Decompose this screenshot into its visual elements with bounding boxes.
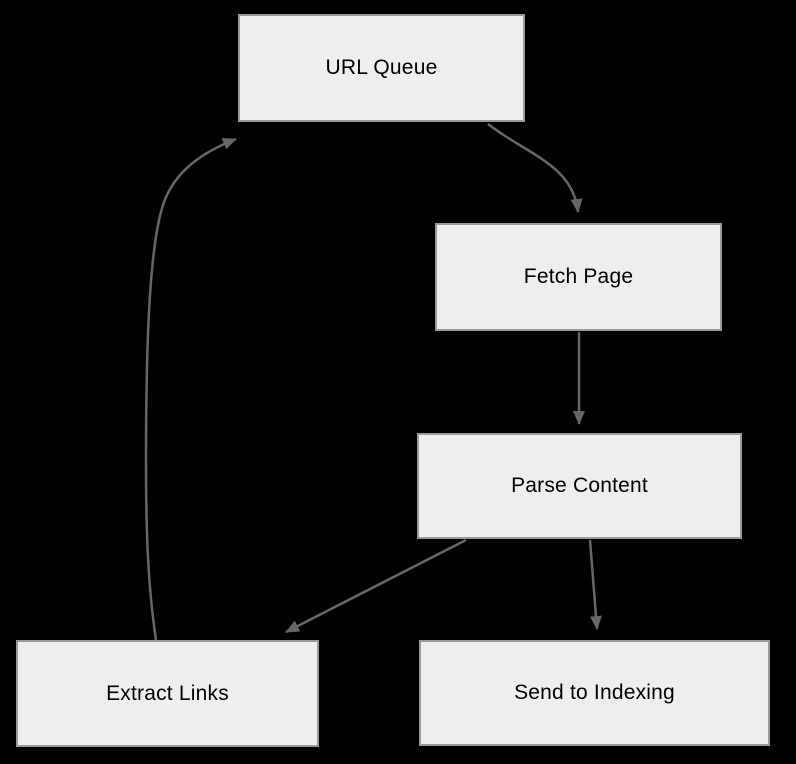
node-url-queue: URL Queue [238, 14, 525, 122]
node-parse-content-label: Parse Content [511, 474, 648, 497]
node-url-queue-label: URL Queue [325, 56, 438, 79]
node-fetch-page: Fetch Page [435, 223, 722, 331]
edge-parse-content-to-extract-links [285, 538, 467, 634]
node-send-to-indexing-label: Send to Indexing [514, 681, 675, 704]
node-parse-content: Parse Content [417, 433, 742, 539]
node-extract-links: Extract Links [16, 640, 319, 747]
edge-url-queue-to-fetch-page [487, 123, 583, 213]
edge-parse-content-to-send-to-indexing [588, 539, 602, 630]
edge-extract-links-to-url-queue [144, 137, 237, 641]
node-send-to-indexing: Send to Indexing [419, 640, 770, 746]
node-extract-links-label: Extract Links [106, 681, 229, 705]
node-fetch-page-label: Fetch Page [523, 265, 634, 288]
